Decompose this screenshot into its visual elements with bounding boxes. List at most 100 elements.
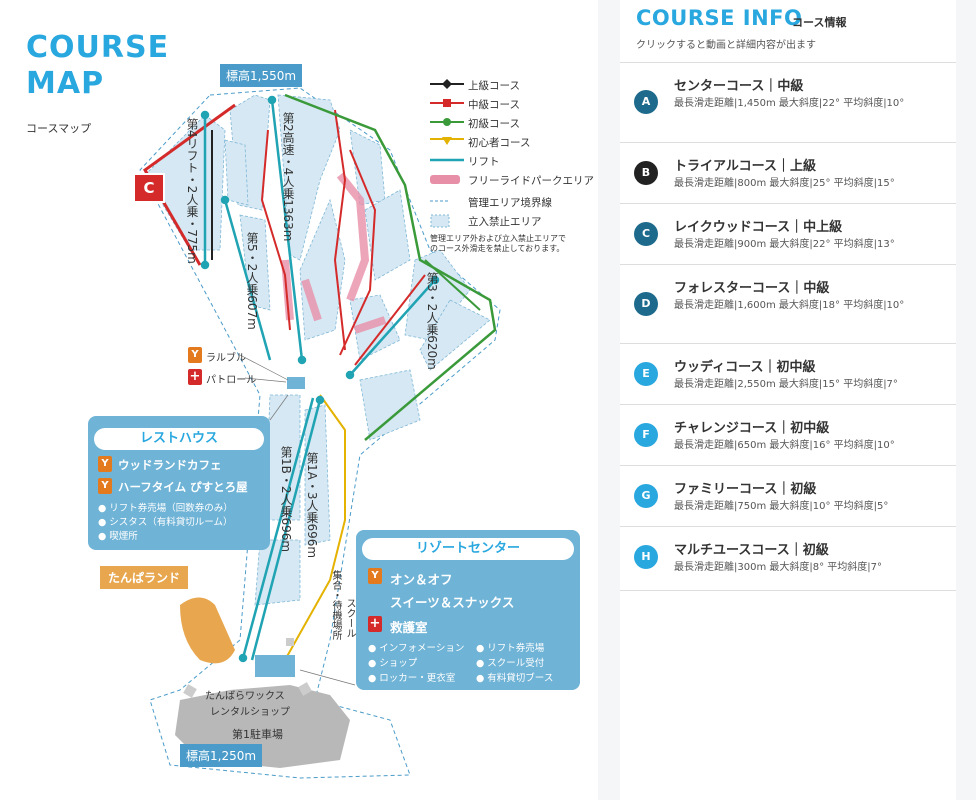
resthouse-small: ● リフト券売場（回数券のみ）	[98, 503, 233, 514]
legend-closed-swatch	[430, 214, 450, 228]
course-row[interactable]: H マルチユースコース｜初級最長滑走距離|300m 最大斜度|8° 平均斜度|7°	[620, 526, 956, 591]
resort-small: ● インフォメーション	[368, 643, 465, 654]
lift1b-label: 第1B・2人乗696m	[279, 446, 293, 553]
course-map: COURSE MAP コースマップ 標高1,550m 標高1,250m C 第4…	[26, 30, 594, 779]
legend-red-line	[430, 99, 464, 107]
lift4-label: 第4リフト・2人乗・775m	[185, 118, 199, 264]
legend-lift: リフト	[468, 156, 500, 168]
course-c-badge[interactable]: C	[133, 173, 165, 203]
fork-knife-icon: Y	[98, 456, 112, 472]
course-spec: 最長滑走距離|800m 最大斜度|25° 平均斜度|15°	[674, 178, 895, 189]
school-label: スクール	[344, 598, 355, 638]
course-info-title: COURSE INFO	[636, 6, 803, 30]
course-row[interactable]: B トライアルコース｜上級最長滑走距離|800m 最大斜度|25° 平均斜度|15…	[620, 142, 956, 204]
patrol-label: パトロール	[206, 375, 257, 386]
resthouse-item: ウッドランドカフェ	[118, 458, 222, 472]
resort-medical: 救護室	[390, 620, 428, 635]
first-aid-icon: +	[368, 616, 382, 632]
course-spec: 最長滑走距離|650m 最大斜度|16° 平均斜度|10°	[674, 440, 895, 451]
resthouse-title: レストハウス	[94, 428, 264, 450]
legend-intermediate: 中級コース	[468, 99, 520, 111]
course-name: レイクウッドコース｜中上級	[674, 220, 843, 235]
course-row[interactable]: F チャレンジコース｜初中級最長滑走距離|650m 最大斜度|16° 平均斜度|1…	[620, 404, 956, 466]
fork-knife-icon: Y	[368, 568, 382, 584]
resort-center-box: リゾートセンター Y オン＆オフ スイーツ＆スナックス + 救護室 ● インフォ…	[356, 530, 580, 690]
course-name: トライアルコース｜上級	[674, 159, 816, 174]
legend-lift-line	[430, 158, 464, 162]
course-spec: 最長滑走距離|1,600m 最大斜度|18° 平均斜度|10°	[674, 300, 905, 311]
meeting-label: 集合・待機場所	[330, 570, 341, 640]
course-spec: 最長滑走距離|300m 最大斜度|8° 平均斜度|7°	[674, 562, 883, 573]
legend-closed: 立入禁止エリア	[468, 216, 542, 228]
legend-beginner: 初級コース	[468, 118, 520, 130]
map-graphic	[139, 87, 501, 779]
course-yellow	[284, 394, 346, 661]
legend-black-line	[430, 79, 464, 89]
resort-center-title: リゾートセンター	[362, 538, 574, 560]
course-name: センターコース｜中級	[674, 79, 804, 94]
tanba-land-area	[180, 597, 235, 664]
elevation-top: 標高1,550m	[220, 64, 303, 87]
legend-freeride-swatch	[430, 175, 460, 184]
course-badge: D	[634, 292, 658, 316]
legend-note-1: 管理エリア外および立入禁止エリアで	[430, 234, 566, 243]
legend-boundary: 管理エリア境界線	[468, 197, 552, 209]
map-subtitle: コースマップ	[26, 122, 92, 135]
raburu-label: ラルブル	[206, 353, 246, 364]
course-list-end	[620, 590, 956, 592]
course-green	[284, 93, 497, 441]
resthouse-box: レストハウス Y ウッドランドカフェ Y ハーフタイム ぴすとろ屋 ● リフト券…	[88, 416, 270, 550]
course-info-card	[620, 0, 956, 800]
lift5-label: 第5・2人乗607m	[245, 232, 259, 330]
resthouse-item: ハーフタイム ぴすとろ屋	[118, 480, 248, 494]
resthouse-small: ● 喫煙所	[98, 531, 138, 542]
fork-knife-icon: Y	[188, 347, 202, 363]
boundary-line	[139, 87, 501, 779]
course-name: チャレンジコース｜初中級	[674, 421, 830, 436]
lift2-label: 第2高速・4人乗1363m	[281, 112, 295, 242]
rental-label: たんばらワックス	[205, 691, 285, 702]
lift3-label: 第3・2人乗620m	[425, 272, 439, 370]
resort-small: ● 有料貸切ブース	[476, 673, 554, 684]
course-row[interactable]: E ウッディコース｜初中級最長滑走距離|2,550m 最大斜度|15° 平均斜度|…	[620, 343, 956, 405]
lift1a-label: 第1A・3人乗696m	[305, 452, 319, 559]
course-spec: 最長滑走距離|900m 最大斜度|22° 平均斜度|13°	[674, 239, 895, 250]
legend-advanced: 上級コース	[468, 80, 520, 92]
legend-freeride: フリーライドパークエリア	[468, 175, 594, 187]
course-spec: 最長滑走距離|2,550m 最大斜度|15° 平均斜度|7°	[674, 379, 898, 390]
legend-green-line	[430, 118, 464, 126]
legend-note-2: のコース外滑走を禁止しております。	[430, 244, 565, 253]
course-badge: A	[634, 90, 658, 114]
course-info-description: クリックすると動画と詳細内容が出ます	[636, 40, 816, 51]
course-badge: F	[634, 423, 658, 447]
course-badge: E	[634, 362, 658, 386]
course-row[interactable]: C レイクウッドコース｜中上級最長滑走距離|900m 最大斜度|22° 平均斜度|…	[620, 203, 956, 265]
course-row[interactable]: D フォレスターコース｜中級最長滑走距離|1,600m 最大斜度|18° 平均斜度…	[620, 264, 956, 344]
resthouse-small: ● シスタス（有料貸切ルーム）	[98, 517, 233, 528]
course-badge: C	[634, 222, 658, 246]
legend-boundary-swatch	[430, 200, 450, 202]
legend-novice: 初心者コース	[468, 137, 531, 149]
resort-food: オン＆オフ	[390, 572, 453, 587]
resort-small: ● ロッカー・更衣室	[368, 673, 456, 684]
tanbaland-label: たんぱランド	[100, 566, 189, 589]
rental-shop-label: レンタルショップ	[210, 707, 290, 718]
course-name: フォレスターコース｜中級	[674, 281, 830, 296]
course-badge: B	[634, 161, 658, 185]
course-spec: 最長滑走距離|750m 最大斜度|10° 平均斜度|5°	[674, 501, 889, 512]
course-info-title-ja: コース情報	[792, 16, 847, 29]
fork-knife-icon: Y	[98, 478, 112, 494]
course-badge: H	[634, 545, 658, 569]
first-aid-icon: +	[188, 369, 202, 385]
elevation-bottom: 標高1,250m	[180, 744, 263, 767]
resort-small: ● スクール受付	[476, 658, 545, 669]
resort-small: ● ショップ	[368, 658, 418, 669]
course-name: ウッディコース｜初中級	[674, 360, 816, 375]
map-title: COURSE MAP	[26, 30, 170, 101]
course-name: マルチユースコース｜初級	[674, 543, 829, 558]
legend-yellow-line	[430, 137, 464, 145]
resort-small: ● リフト券売場	[476, 643, 545, 654]
parking-label: 第1駐車場	[232, 728, 283, 741]
